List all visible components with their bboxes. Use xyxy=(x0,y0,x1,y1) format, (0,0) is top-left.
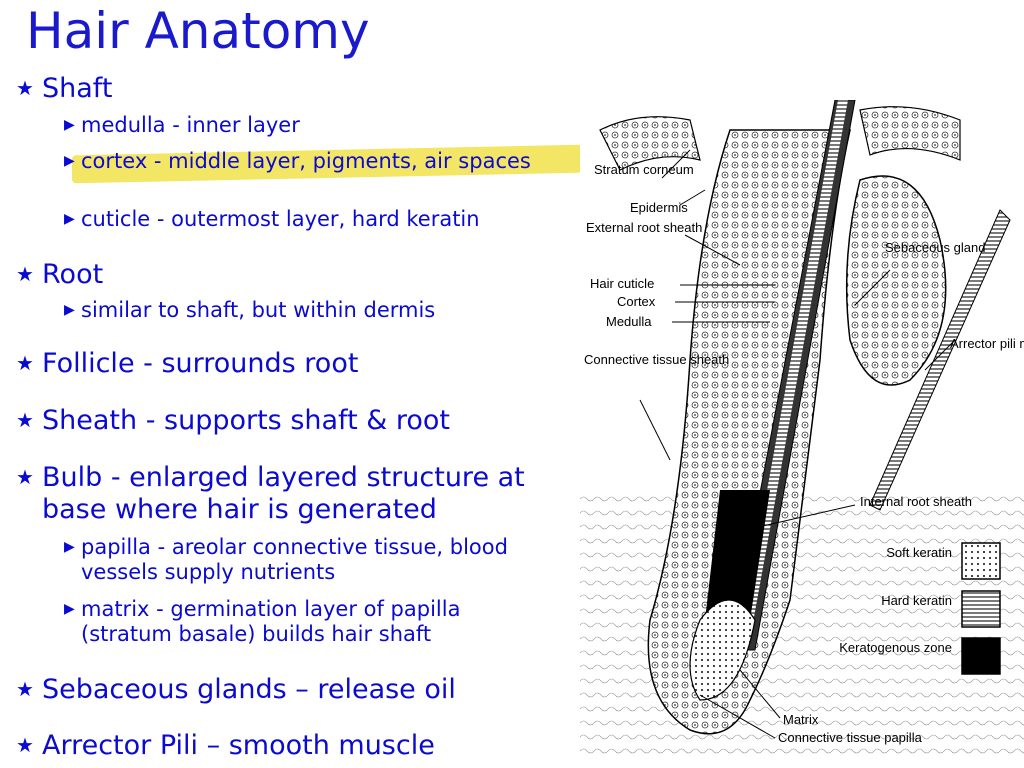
label-arrector-pili: Arrector pili muscle xyxy=(950,336,1024,351)
legend-keratogenous-label: Keratogenous zone xyxy=(839,640,952,655)
keratogenous-zone-shape xyxy=(705,490,770,620)
label-medulla: Medulla xyxy=(606,314,652,329)
label-cortex: Cortex xyxy=(617,294,656,309)
external-root-sheath-shape xyxy=(647,129,851,735)
slide-title: Hair Anatomy xyxy=(26,2,370,60)
triangle-bullet-icon: ▶ xyxy=(64,601,75,617)
legend-keratogenous-swatch xyxy=(961,637,1001,675)
subbullet-cuticle: ▶cuticle - outermost layer, hard keratin xyxy=(64,207,480,231)
bullet-root: ★Root xyxy=(16,259,104,290)
bullet-follicle: ★Follicle - surrounds root xyxy=(16,348,359,379)
star-bullet-icon: ★ xyxy=(16,408,34,432)
subbullet-cortex: ▶cortex - middle layer, pigments, air sp… xyxy=(64,149,531,173)
triangle-bullet-icon: ▶ xyxy=(64,539,75,555)
triangle-bullet-icon: ▶ xyxy=(64,302,75,318)
legend-hard-keratin-swatch xyxy=(961,590,1001,628)
papilla-shape xyxy=(689,599,756,701)
star-bullet-icon: ★ xyxy=(16,465,34,489)
label-external-root-sheath: External root sheath xyxy=(586,220,702,235)
arrector-pili-shape xyxy=(869,209,1011,511)
bullet-shaft: ★Shaft xyxy=(16,73,113,104)
subbullet-root-desc: ▶similar to shaft, but within dermis xyxy=(64,298,436,322)
subbullet-papilla: ▶papilla - areolar connective tissue, bl… xyxy=(64,535,508,584)
bullet-bulb: ★Bulb - enlarged layered structure at ba… xyxy=(16,462,525,525)
legend-hard-keratin-label: Hard keratin xyxy=(881,593,952,608)
triangle-bullet-icon: ▶ xyxy=(64,211,75,227)
label-internal-root-sheath: Internal root sheath xyxy=(860,494,972,509)
sebaceous-gland-shape xyxy=(845,175,947,386)
label-sebaceous-gland: Sebaceous gland xyxy=(885,240,985,255)
triangle-bullet-icon: ▶ xyxy=(64,153,75,169)
legend-soft-keratin-swatch xyxy=(961,542,1001,580)
subbullet-matrix: ▶matrix - germination layer of papilla (… xyxy=(64,597,461,646)
label-hair-cuticle: Hair cuticle xyxy=(590,276,654,291)
label-stratum: Stratum corneum xyxy=(594,162,694,177)
star-bullet-icon: ★ xyxy=(16,733,34,757)
epidermis-right xyxy=(859,106,961,161)
label-connective-tissue-papilla: Connective tissue papilla xyxy=(778,730,923,745)
subbullet-medulla: ▶medulla - inner layer xyxy=(64,113,300,137)
epidermis-left xyxy=(599,116,701,171)
star-bullet-icon: ★ xyxy=(16,76,34,100)
label-connective-tissue-sheath: Connective tissue sheath xyxy=(584,352,729,367)
star-bullet-icon: ★ xyxy=(16,351,34,375)
figure-legend: Soft keratin Hard keratin Keratogenous z… xyxy=(839,542,1001,675)
bullet-sebaceous: ★Sebaceous glands – release oil xyxy=(16,674,456,705)
label-epidermis: Epidermis xyxy=(630,200,688,215)
bullet-sheath: ★Sheath - supports shaft & root xyxy=(16,405,451,436)
star-bullet-icon: ★ xyxy=(16,677,34,701)
hair-follicle-diagram: Stratum corneum Epidermis External root … xyxy=(580,100,1024,768)
star-bullet-icon: ★ xyxy=(16,262,34,286)
legend-soft-keratin-label: Soft keratin xyxy=(886,545,952,560)
triangle-bullet-icon: ▶ xyxy=(64,117,75,133)
bullet-arrector: ★Arrector Pili – smooth muscle xyxy=(16,730,435,761)
label-matrix: Matrix xyxy=(783,712,819,727)
